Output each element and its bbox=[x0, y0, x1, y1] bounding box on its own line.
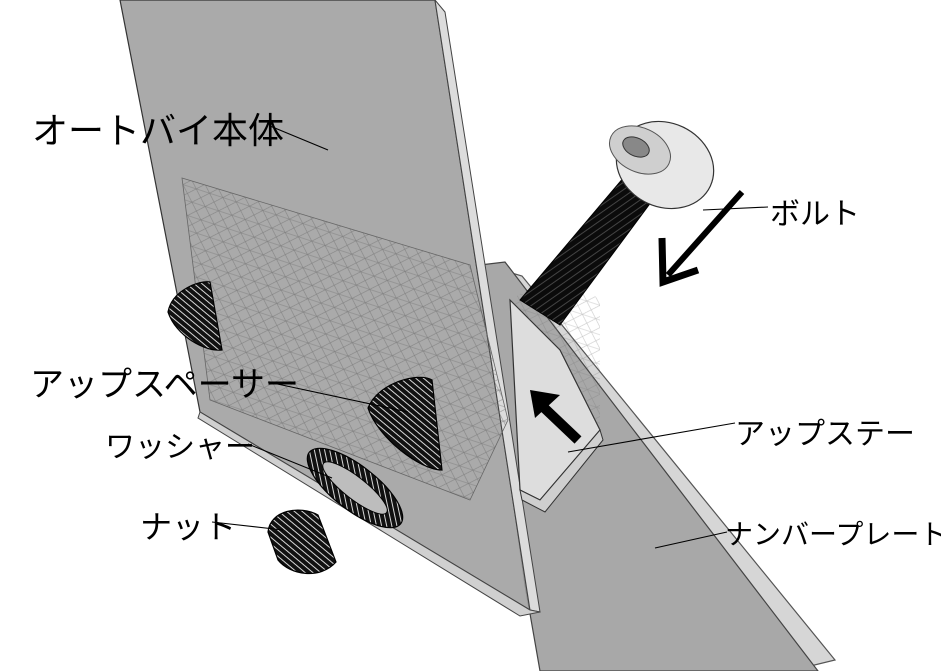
leader-up-spacer bbox=[267, 381, 409, 413]
leader-washer bbox=[247, 443, 333, 479]
up-spacer-right bbox=[367, 376, 443, 471]
leader-lines bbox=[211, 125, 769, 549]
nut bbox=[267, 509, 337, 575]
label-washer: ワッシャー bbox=[105, 430, 255, 465]
leader-number-plate bbox=[654, 531, 728, 549]
label-number-plate: ナンバープレート bbox=[725, 518, 941, 551]
leader-nut bbox=[211, 521, 284, 531]
bolt-direction-arrow bbox=[658, 190, 745, 287]
washer bbox=[306, 447, 404, 529]
stay-direction-arrow bbox=[530, 390, 582, 444]
label-up-stay: アップステー bbox=[735, 417, 915, 452]
leader-motorcycle-body bbox=[269, 125, 329, 151]
bolt bbox=[519, 120, 715, 326]
leader-bolt bbox=[702, 206, 769, 211]
up-spacer-left bbox=[167, 281, 223, 351]
label-motorcycle-body: オートバイ本体 bbox=[32, 111, 284, 152]
label-up-spacer: アップスペーサー bbox=[30, 365, 299, 405]
leader-up-stay bbox=[567, 422, 736, 453]
label-bolt: ボルト bbox=[770, 197, 860, 232]
label-nut: ナット bbox=[140, 508, 236, 546]
